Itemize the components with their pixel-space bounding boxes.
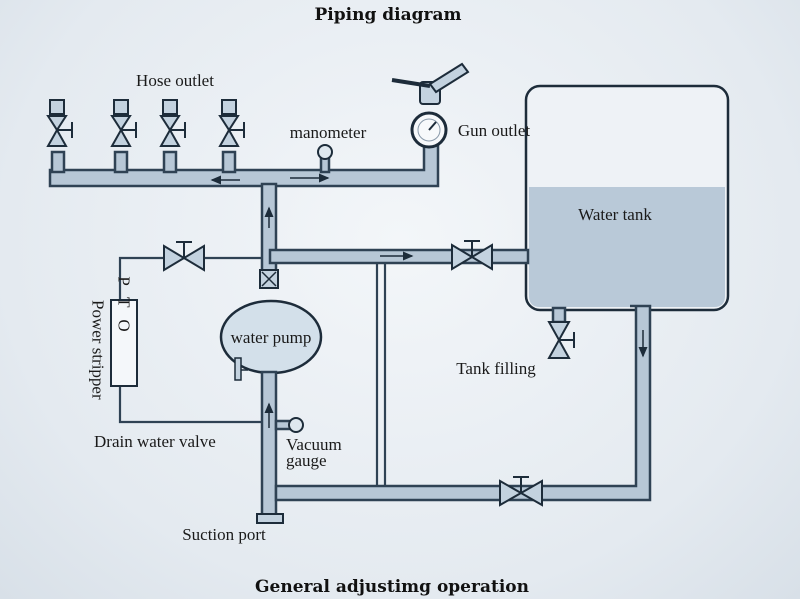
pto-loop: P T O (110, 241, 266, 424)
manometer (317, 144, 333, 174)
hose-valve-2[interactable] (110, 99, 137, 174)
suction-pipe (256, 370, 284, 524)
tank-filling-label: Tank filling (456, 359, 536, 378)
hose-valve-3[interactable] (159, 99, 186, 174)
gun-outlet[interactable] (391, 62, 470, 149)
suction-port-label: Suction port (182, 525, 266, 544)
water-pump-label: water pump (231, 328, 312, 347)
return-valve[interactable] (499, 476, 543, 507)
vacuum-label: Vacuum (286, 435, 342, 454)
tank-filling-valve[interactable] (547, 306, 575, 359)
drain-water-valve-label: Drain water valve (94, 432, 216, 451)
water-tank: Water tank (524, 84, 730, 312)
tank-feed-valve[interactable] (451, 240, 493, 271)
diagram-title: Piping diagram (315, 5, 462, 25)
manometer-label: manometer (290, 123, 367, 142)
hose-valve-1[interactable] (46, 99, 73, 174)
gauge-label: gauge (286, 451, 327, 470)
gun-outlet-label: Gun outlet (458, 121, 531, 140)
pto-box (110, 299, 138, 387)
tank-feed-pipe (268, 240, 530, 271)
water-pump: water pump (219, 269, 323, 381)
power-stripper-label: Power stripper (89, 300, 108, 400)
footer-caption: General adjustimg operation (255, 577, 529, 597)
pto-label: P T O (115, 276, 134, 335)
water-tank-label: Water tank (578, 205, 652, 224)
hose-outlet-label: Hose outlet (136, 71, 214, 90)
hose-outlet-valves (46, 99, 245, 174)
pto-valve[interactable] (163, 241, 205, 272)
hose-valve-4[interactable] (218, 99, 245, 174)
suction-port-cap (256, 513, 284, 524)
return-loop (274, 304, 652, 507)
vacuum-gauge (274, 417, 304, 433)
